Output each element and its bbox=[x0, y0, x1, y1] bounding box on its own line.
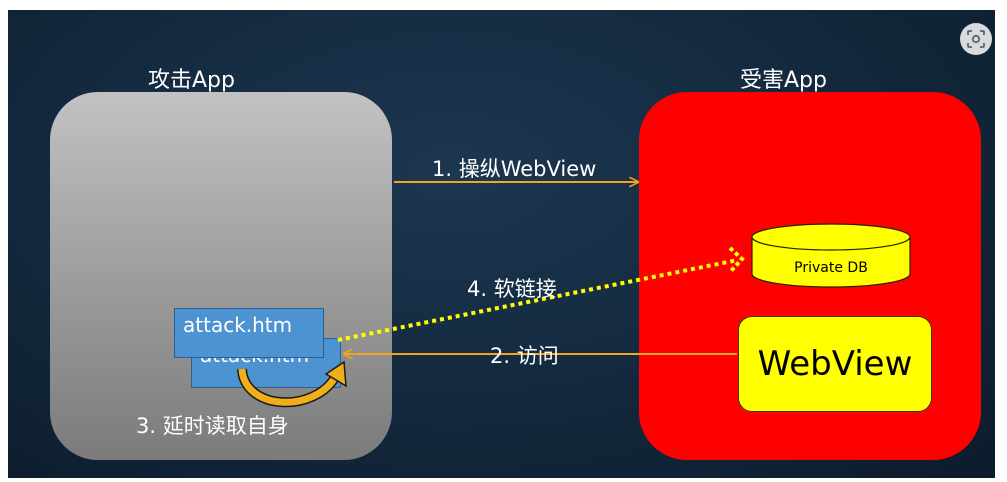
attacker-app-title: 攻击App bbox=[148, 68, 235, 93]
diagram-connectors bbox=[237, 10, 911, 408]
private-db-label: Private DB bbox=[794, 260, 868, 276]
step3-label: 3. 延时读取自身 bbox=[136, 414, 289, 438]
step1-label: 1. 操纵WebView bbox=[432, 157, 597, 181]
attacker-app-box bbox=[50, 92, 392, 460]
step2-label: 2. 访问 bbox=[490, 344, 559, 368]
diagram-slide: 攻击App 受害App attack.htm attack.htm bbox=[8, 10, 995, 478]
step4-label: 4. 软链接 bbox=[467, 277, 557, 301]
step4-symlink-arrow bbox=[337, 246, 745, 342]
scan-icon-button[interactable] bbox=[960, 23, 992, 55]
scan-icon bbox=[967, 30, 985, 48]
webview-box: WebView bbox=[738, 316, 932, 412]
private-db-cylinder bbox=[751, 223, 911, 288]
victim-app-title: 受害App bbox=[740, 68, 827, 93]
attack-file-front: attack.htm bbox=[174, 308, 324, 358]
step3-curved-arrow bbox=[237, 360, 347, 408]
webview-label: WebView bbox=[757, 344, 913, 384]
